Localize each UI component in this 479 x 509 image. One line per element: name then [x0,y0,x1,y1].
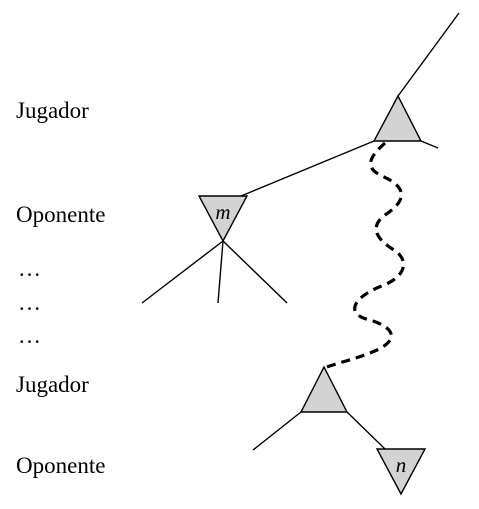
node-label-n: n [396,453,407,477]
row-label-ellipsis-3: … [18,323,41,348]
row-label-ellipsis-1: … [18,256,41,281]
edge-m-child-left [141,240,224,304]
node-n [375,448,427,496]
node-jugador-bottom [299,365,349,413]
node-label-m: m [215,200,230,224]
edge-bottom-jugador-to-n [346,411,386,450]
row-label-oponente-top: Oponente [16,202,105,227]
node-m [197,195,249,243]
edge-bottom-jugador-left [252,411,302,451]
row-label-jugador-top: Jugador [16,98,89,123]
edge-jugador-right-stub [420,140,439,149]
dashed-path [323,141,406,370]
edge-m-child-right [222,240,288,304]
row-label-ellipsis-2: … [18,290,41,315]
row-label-oponente-bottom: Oponente [16,453,105,478]
edge-root-incoming [397,12,460,97]
node-jugador-top [372,94,423,142]
edge-m-child-middle [217,240,224,304]
row-label-jugador-bottom: Jugador [16,372,89,397]
edge-jugador-to-m [240,140,375,197]
